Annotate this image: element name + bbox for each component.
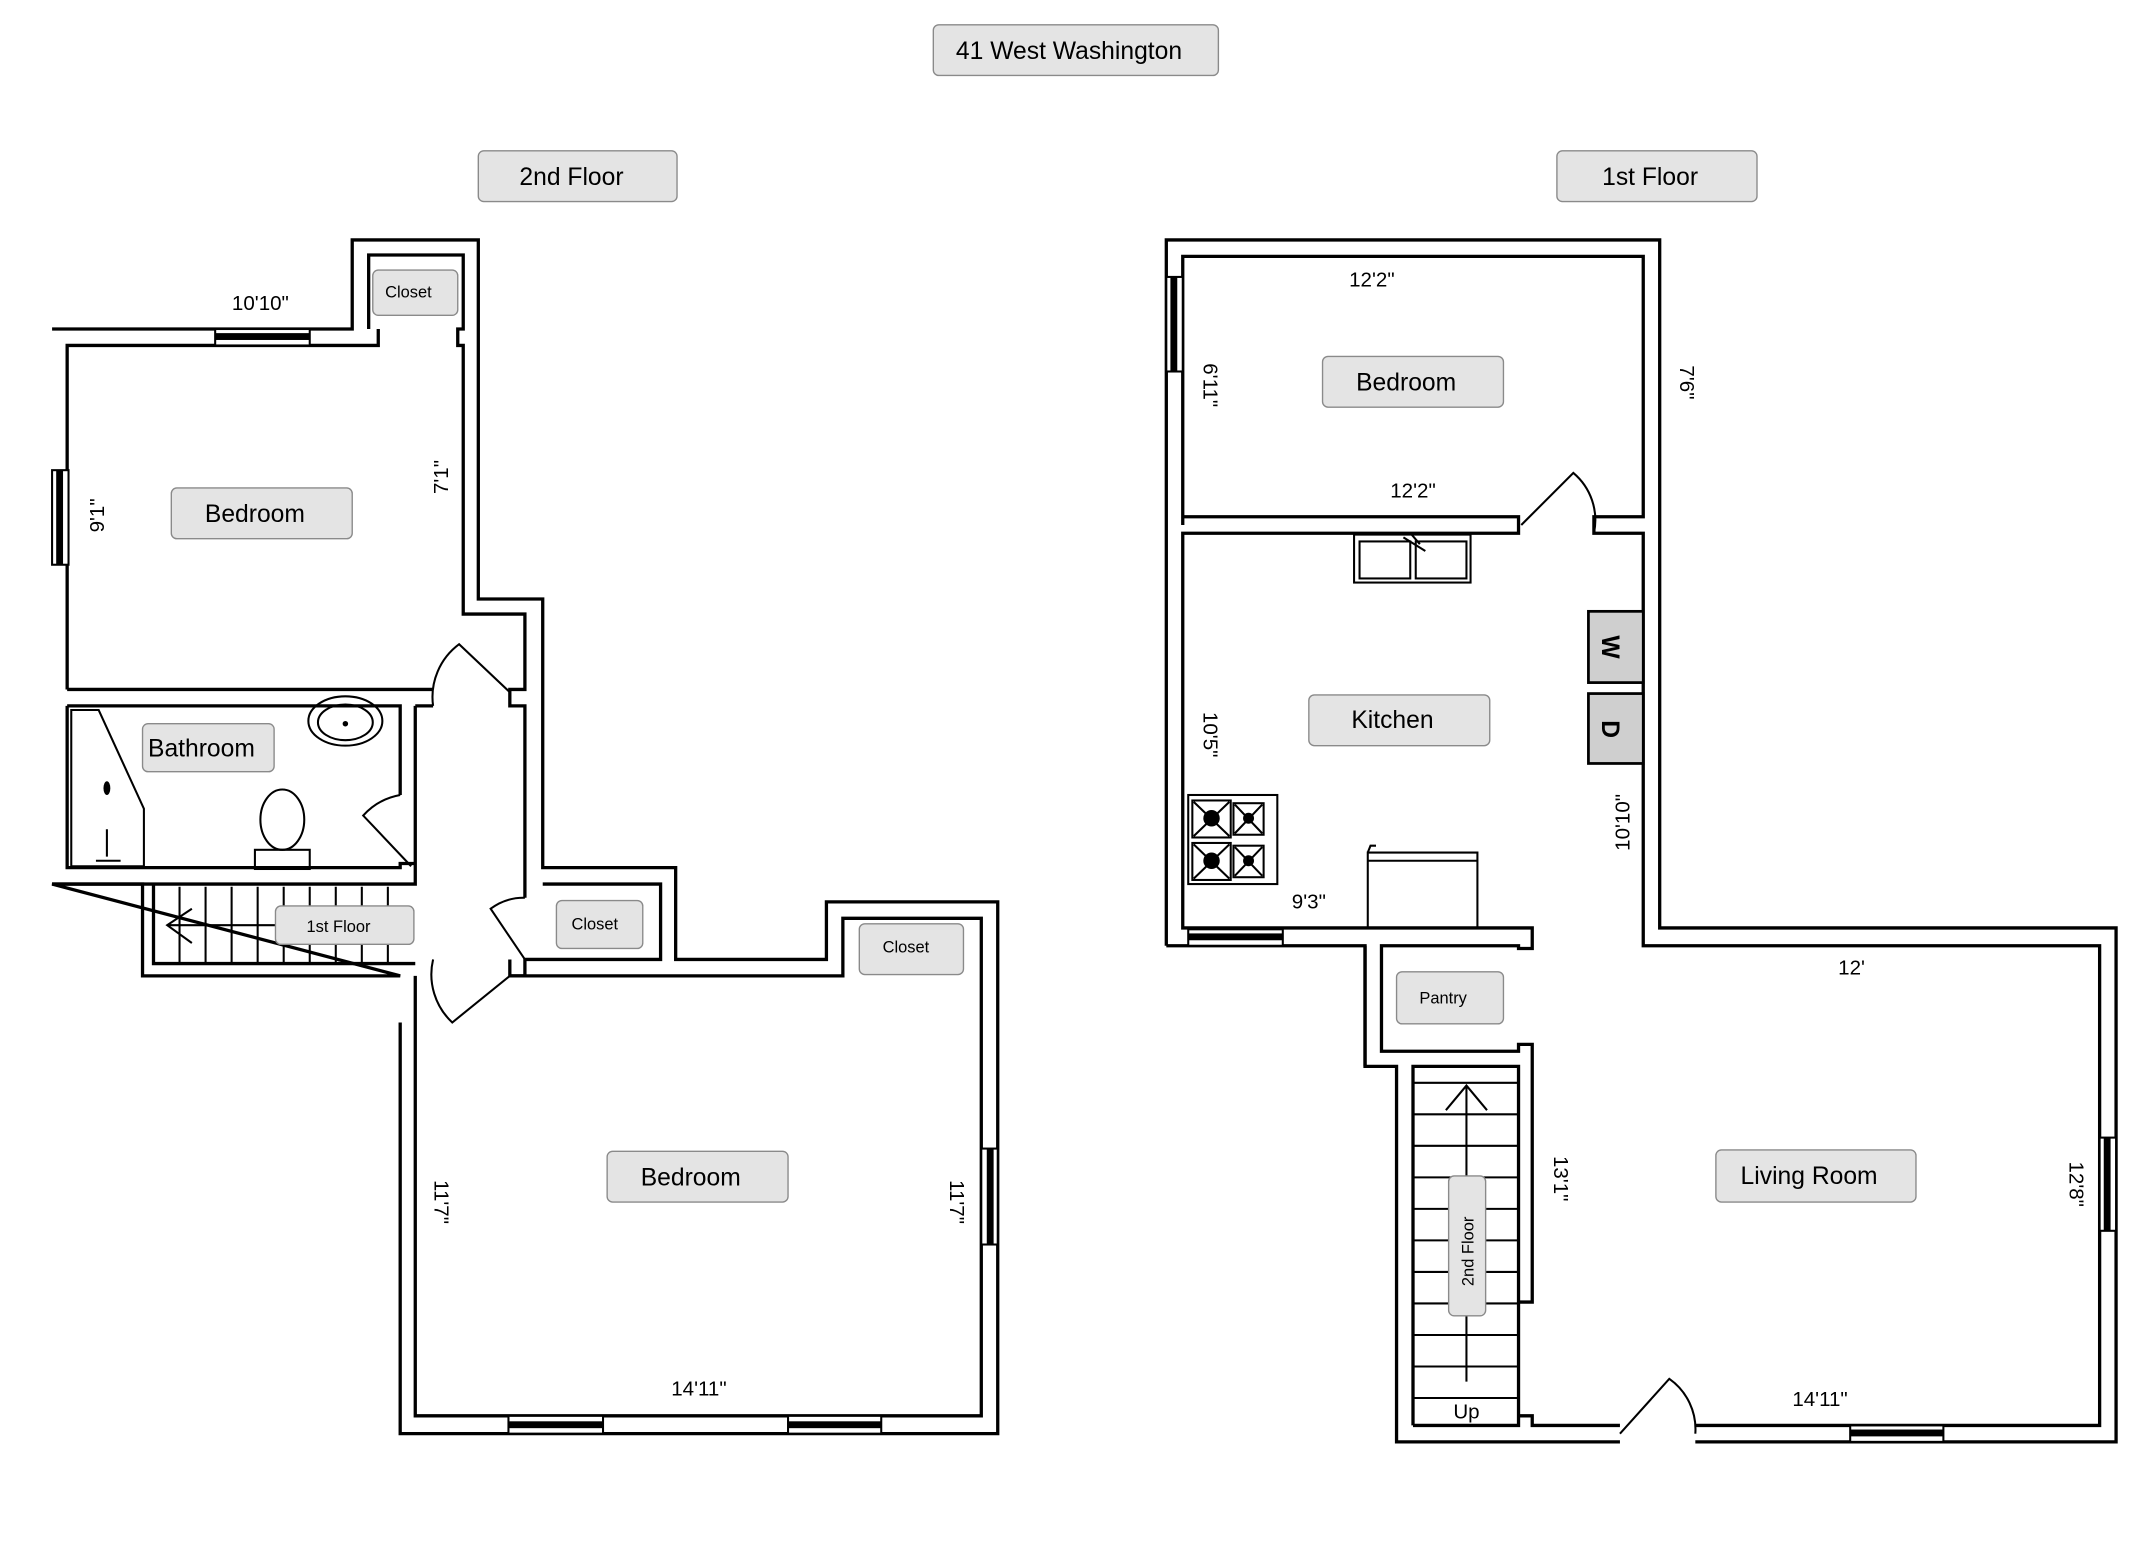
dryer-label: D [1596,720,1623,738]
dimension-label: 7'1" [430,460,453,494]
room-label-text: Pantry [1419,989,1467,1007]
room-label-text: Closet [883,939,930,957]
room-label-closet-bottom: Closet [858,923,965,976]
dimension-label: 10'5" [1198,712,1221,757]
dimension-label: 9'3" [1292,891,1326,914]
washer-label: W [1596,635,1623,659]
room-label-text: Bedroom [205,501,305,528]
room-label-text: Bedroom [641,1165,741,1192]
room-label-text: Kitchen [1351,707,1433,734]
room-label-bathroom: Bathroom [141,723,275,773]
kitchen-sink-icon [1353,533,1472,584]
plan-title: 41 West Washington [932,24,1220,77]
dimension-label: 14'11" [671,1377,726,1400]
dimension-label: 14'11" [1792,1388,1847,1411]
room-label-text: Bathroom [148,736,255,763]
dimension-label: 6'11" [1198,363,1221,407]
room-label-bedroom-top: Bedroom [170,487,353,540]
dimension-label: 11'7" [945,1180,968,1224]
room-label-closet-hall: Closet [555,899,644,950]
stairs-to-first-floor[interactable]: 1st Floor [165,886,415,964]
stairs-label: 1st Floor [274,905,415,946]
stairs-label-text: 1st Floor [307,918,371,936]
stairs-up-label: Up [1453,1401,1479,1424]
dimension-label: 12'2" [1390,480,1436,503]
plan-title-text: 41 West Washington [956,38,1182,65]
dimension-label: 9'1" [86,498,109,532]
dimension-label: 13'1" [1549,1156,1572,1202]
toilet-icon [253,788,311,871]
dimension-label: 7'6" [1675,365,1698,399]
room-label-closet-top: Closet [372,269,459,316]
room-label-kitchen: Kitchen [1308,694,1491,747]
first-floor-heading-text: 1st Floor [1602,164,1698,191]
dimension-label: 10'10" [232,292,289,315]
dimension-label: 12'8" [2064,1161,2087,1207]
dimension-label: 11'7" [429,1180,452,1224]
shower-icon [70,708,145,868]
second-floor-heading: 2nd Floor [477,150,678,203]
room-label-text: Closet [572,915,619,933]
room-label-text: Closet [385,283,432,301]
room-label-bedroom: Bedroom [1321,355,1505,408]
first-floor-walls [1164,238,2118,1444]
washer-icon: W [1587,609,1645,684]
stove-icon [1187,793,1279,886]
room-label-text: Living Room [1741,1163,1878,1190]
dryer-icon: D [1587,692,1645,765]
stairs-label: 2nd Floor [1447,1175,1487,1317]
dimension-label: 12' [1838,957,1865,980]
room-label-living-room: Living Room [1715,1149,1917,1203]
first-floor-heading: 1st Floor [1556,150,1758,203]
room-label-pantry: Pantry [1395,971,1505,1025]
stairs-to-second-floor[interactable]: 2nd Floor Up [1412,1081,1519,1424]
dimension-label: 10'10" [1612,794,1635,851]
room-label-bedroom-bottom: Bedroom [606,1150,789,1203]
second-floor-walls [51,238,1000,1436]
room-label-text: Bedroom [1356,370,1456,397]
refrigerator-icon [1366,844,1479,928]
dimension-label: 12'2" [1349,269,1395,292]
stairs-label-text: 2nd Floor [1459,1216,1477,1286]
second-floor-heading-text: 2nd Floor [519,164,623,191]
bathroom-sink-icon [307,695,384,747]
